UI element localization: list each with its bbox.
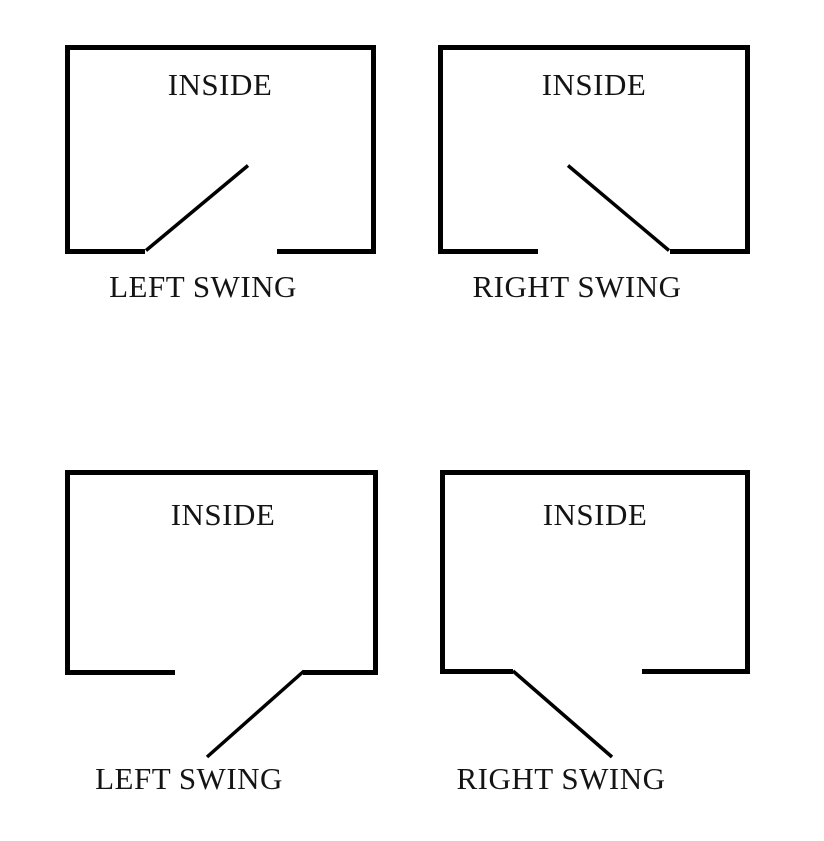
room-outline-bottom-right <box>440 470 750 674</box>
door-line-bottom-right <box>511 669 614 759</box>
room-label-bottom-left: INSIDE <box>170 497 276 532</box>
door-line-top-left <box>144 164 250 252</box>
swing-label-top-right: RIGHT SWING <box>472 269 682 304</box>
room-outline-bottom-left <box>65 470 378 675</box>
room-label-top-left: INSIDE <box>167 67 273 102</box>
room-outline-top-right <box>438 45 750 254</box>
door-line-top-right <box>566 164 671 252</box>
swing-label-bottom-left: LEFT SWING <box>95 761 283 796</box>
room-outline-top-left <box>65 45 376 254</box>
swing-label-bottom-right: RIGHT SWING <box>456 761 666 796</box>
room-label-bottom-right: INSIDE <box>542 497 648 532</box>
door-line-bottom-left <box>205 669 306 759</box>
swing-label-top-left: LEFT SWING <box>109 269 297 304</box>
room-label-top-right: INSIDE <box>541 67 647 102</box>
